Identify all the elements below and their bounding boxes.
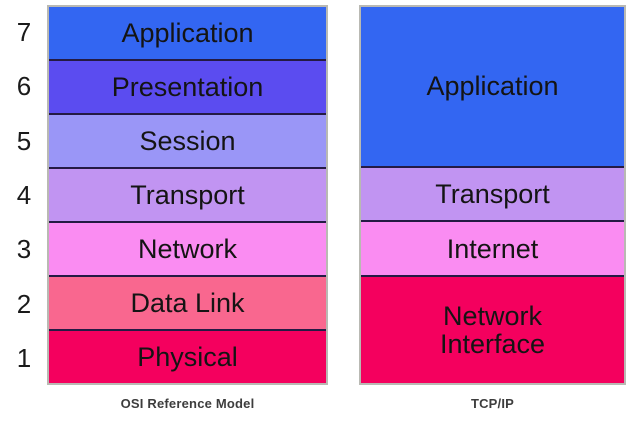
osi-layer-number-3: 3 (16, 234, 32, 265)
osi-layer-network: Network (49, 223, 326, 277)
osi-model-stack: Application Presentation Session Transpo… (47, 5, 328, 385)
osi-layer-number-6: 6 (16, 71, 32, 102)
osi-layer-number-5: 5 (16, 125, 32, 156)
osi-layer-data-link: Data Link (49, 277, 326, 331)
osi-layer-presentation: Presentation (49, 61, 326, 115)
tcpip-layer-application: Application (361, 7, 624, 168)
osi-layer-session: Session (49, 115, 326, 169)
osi-layer-transport: Transport (49, 169, 326, 223)
tcpip-layer-internet: Internet (361, 222, 624, 278)
osi-layer-number-2: 2 (16, 288, 32, 319)
osi-model-caption: OSI Reference Model (120, 396, 255, 411)
tcpip-layer-network-interface: Network Interface (361, 277, 624, 384)
tcpip-model-caption: TCP/IP (470, 396, 515, 411)
osi-layer-number-7: 7 (16, 17, 32, 48)
tcpip-model-stack: Application Transport Internet Network I… (359, 5, 626, 385)
osi-layer-number-column: 7 6 5 4 3 2 1 (4, 5, 44, 385)
osi-layer-physical: Physical (49, 331, 326, 383)
tcpip-layer-transport: Transport (361, 167, 624, 223)
osi-layer-application: Application (49, 7, 326, 61)
osi-layer-number-1: 1 (16, 342, 32, 373)
osi-layer-number-4: 4 (16, 179, 32, 210)
